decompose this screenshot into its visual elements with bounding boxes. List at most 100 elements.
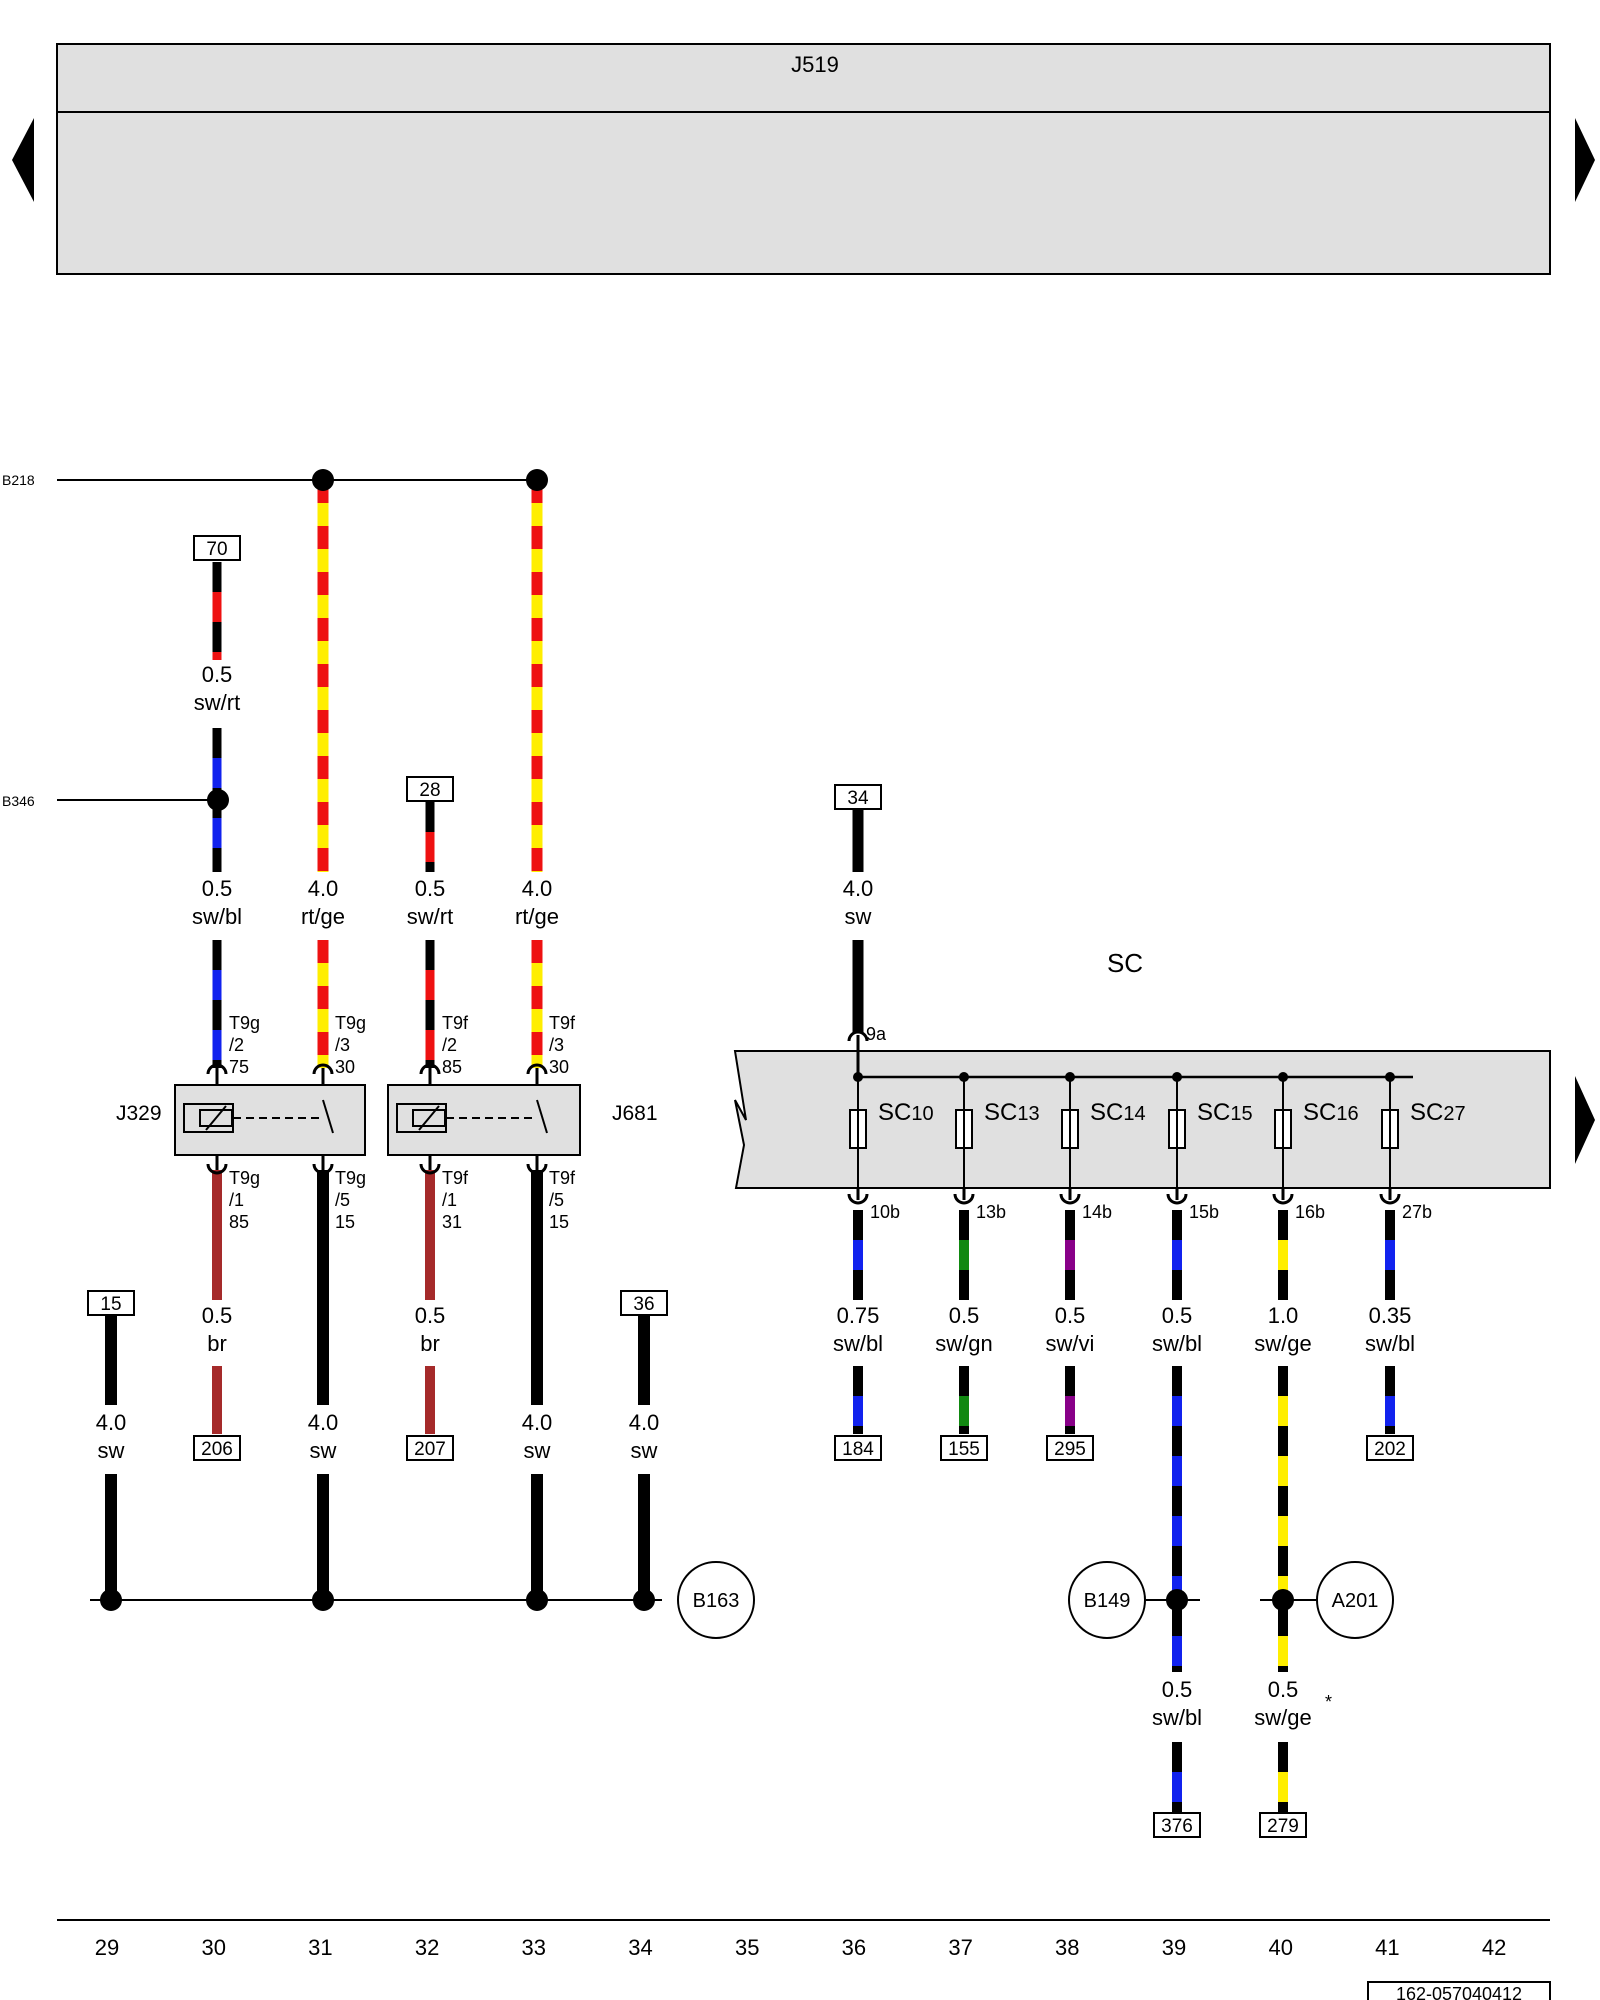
fuse-number: 13 [1017,1103,1039,1125]
j519-body-panel [56,111,1551,275]
track-number: 29 [95,1935,119,1960]
track-number: 41 [1375,1935,1399,1960]
ref-box-70[interactable]: 70 [193,535,241,561]
ref-box-36[interactable]: 36 [620,1290,668,1316]
svg-text:15: 15 [100,1294,121,1315]
b218-label: B218 [2,472,35,488]
ref-box-202[interactable]: 202 [1366,1435,1414,1461]
wire-segments [105,480,1401,1812]
ref-box-295[interactable]: 295 [1046,1435,1094,1461]
fuse-input-pin-label: 9a [866,1024,887,1044]
svg-text:rt/ge: rt/ge [301,904,345,929]
a201-junction [1272,1589,1294,1611]
ref-box-207[interactable]: 207 [406,1435,454,1461]
svg-text:A201: A201 [1332,1590,1379,1612]
ref-box-155[interactable]: 155 [940,1435,988,1461]
page-next-arrow-top[interactable] [1575,118,1595,202]
svg-text:sw/bl: sw/bl [1152,1705,1202,1730]
svg-text:31: 31 [442,1212,462,1232]
wire-label-30-bottom: 0.5br [202,1303,233,1356]
svg-text:0.75: 0.75 [837,1303,880,1328]
svg-text:sw/rt: sw/rt [407,904,453,929]
page-prev-arrow[interactable] [12,118,34,202]
ground-connection-b163[interactable]: B163 [677,1561,755,1639]
svg-text:0.5: 0.5 [202,1303,233,1328]
svg-text:0.5: 0.5 [415,1303,446,1328]
fuse-number: 10 [911,1103,933,1125]
fuse-label: SC16 [1303,1099,1359,1126]
ref-box-15[interactable]: 15 [87,1290,135,1316]
fuse-box-sc[interactable] [733,1050,1551,1189]
track-number: 32 [415,1935,439,1960]
svg-text:/1: /1 [229,1190,244,1210]
relay-j329[interactable] [174,1084,366,1156]
ref-box-34[interactable]: 34 [834,784,882,810]
svg-text:sw: sw [524,1438,551,1463]
pin-label-j329-85: T9g/185 [229,1168,260,1232]
fuse-label: SC10 [878,1099,934,1126]
svg-text:0.5: 0.5 [415,876,446,901]
fuse-box-label: SC [1107,948,1143,978]
track-number: 30 [201,1935,225,1960]
track-number: 42 [1482,1935,1506,1960]
fuse-pin-label: 14b [1082,1202,1112,1222]
svg-text:295: 295 [1054,1439,1086,1460]
relay-j681-label: J681 [612,1102,658,1125]
relay-connector-bottom [419,1154,441,1175]
ground-connection-a201[interactable]: A201 [1316,1561,1394,1639]
wire-label-31-top: 4.0 rt/ge [301,876,345,929]
svg-text:/1: /1 [442,1190,457,1210]
svg-text:4.0: 4.0 [629,1410,660,1435]
wire-label-29-ground: 4.0sw [96,1410,127,1463]
track-number: 36 [842,1935,866,1960]
svg-text:0.5: 0.5 [949,1303,980,1328]
doc-id-box [1367,1981,1551,2000]
page-next-arrow-bottom[interactable] [1575,1076,1595,1164]
j519-header-panel [56,43,1551,113]
svg-text:T9f: T9f [442,1013,469,1033]
ref-box-279[interactable]: 279 [1259,1812,1307,1838]
svg-text:0.5: 0.5 [1162,1303,1193,1328]
svg-text:0.35: 0.35 [1369,1303,1412,1328]
svg-text:sw/bl: sw/bl [1152,1331,1202,1356]
wire-label-32-bottom: 0.5br [415,1303,446,1356]
ground-junctions [100,1589,655,1611]
svg-text:85: 85 [442,1057,462,1077]
ref-box-206[interactable]: 206 [193,1435,241,1461]
ref-box-28[interactable]: 28 [406,776,454,802]
svg-text:28: 28 [419,780,440,801]
svg-text:sw: sw [98,1438,125,1463]
svg-text:sw: sw [845,904,872,929]
wire-label-fuse-38: 0.5sw/vi [1046,1303,1095,1356]
svg-text:T9f: T9f [442,1168,469,1188]
ref-box-184[interactable]: 184 [834,1435,882,1461]
doc-id: 162-057040412 [1396,1984,1522,2000]
svg-text:75: 75 [229,1057,249,1077]
svg-text:sw: sw [310,1438,337,1463]
pin-label-j681-85: T9f/285 [442,1013,469,1077]
svg-text:70: 70 [206,539,227,560]
relay-connector-top [206,1063,228,1084]
wire-label-fuse-40: 1.0sw/ge [1254,1303,1311,1356]
svg-text:4.0: 4.0 [308,876,339,901]
svg-text:34: 34 [847,788,869,809]
relay-connector-bottom [206,1154,228,1175]
wire-label-33-top: 4.0rt/ge [515,876,559,929]
svg-text:sw/bl: sw/bl [192,904,242,929]
svg-text:/2: /2 [442,1035,457,1055]
ground-connection-b149[interactable]: B149 [1068,1561,1146,1639]
b149-junction [1166,1589,1188,1611]
relay-j681[interactable] [387,1084,581,1156]
b346-label: B346 [2,793,35,809]
fuse-label: SC13 [984,1099,1040,1126]
track-number: 37 [948,1935,972,1960]
ref-box-376[interactable]: 376 [1153,1812,1201,1838]
svg-text:376: 376 [1161,1816,1193,1837]
ground-junction [633,1589,655,1611]
